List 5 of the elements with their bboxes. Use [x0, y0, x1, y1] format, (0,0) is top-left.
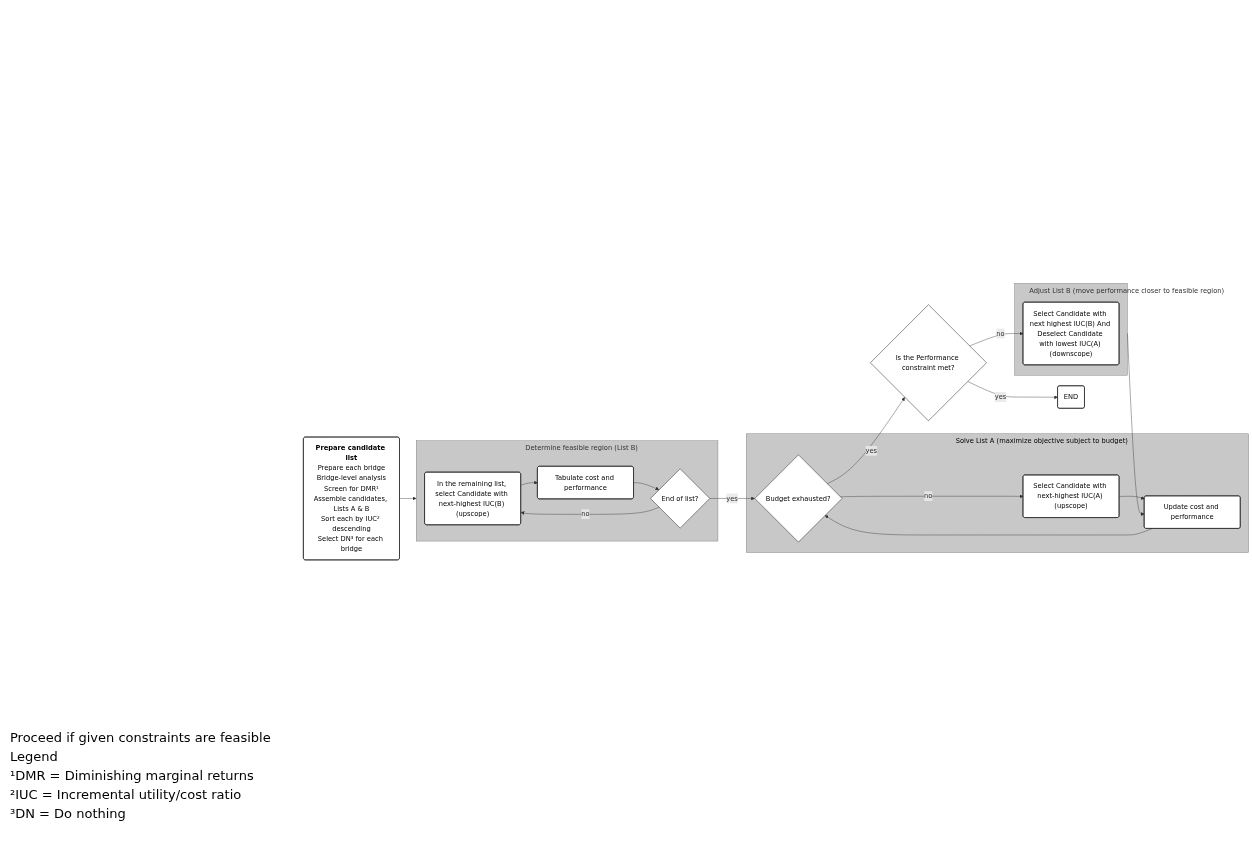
- note-text: ¹DMR = Diminishing marginal returns: [10, 768, 255, 783]
- note-text: ³DN = Do nothing: [10, 806, 127, 821]
- note-text: Legend: [10, 749, 59, 764]
- note-text: ²IUC = Incremental utility/cost ratio: [10, 787, 243, 802]
- note-text: Proceed if given constraints are feasible: [10, 730, 272, 745]
